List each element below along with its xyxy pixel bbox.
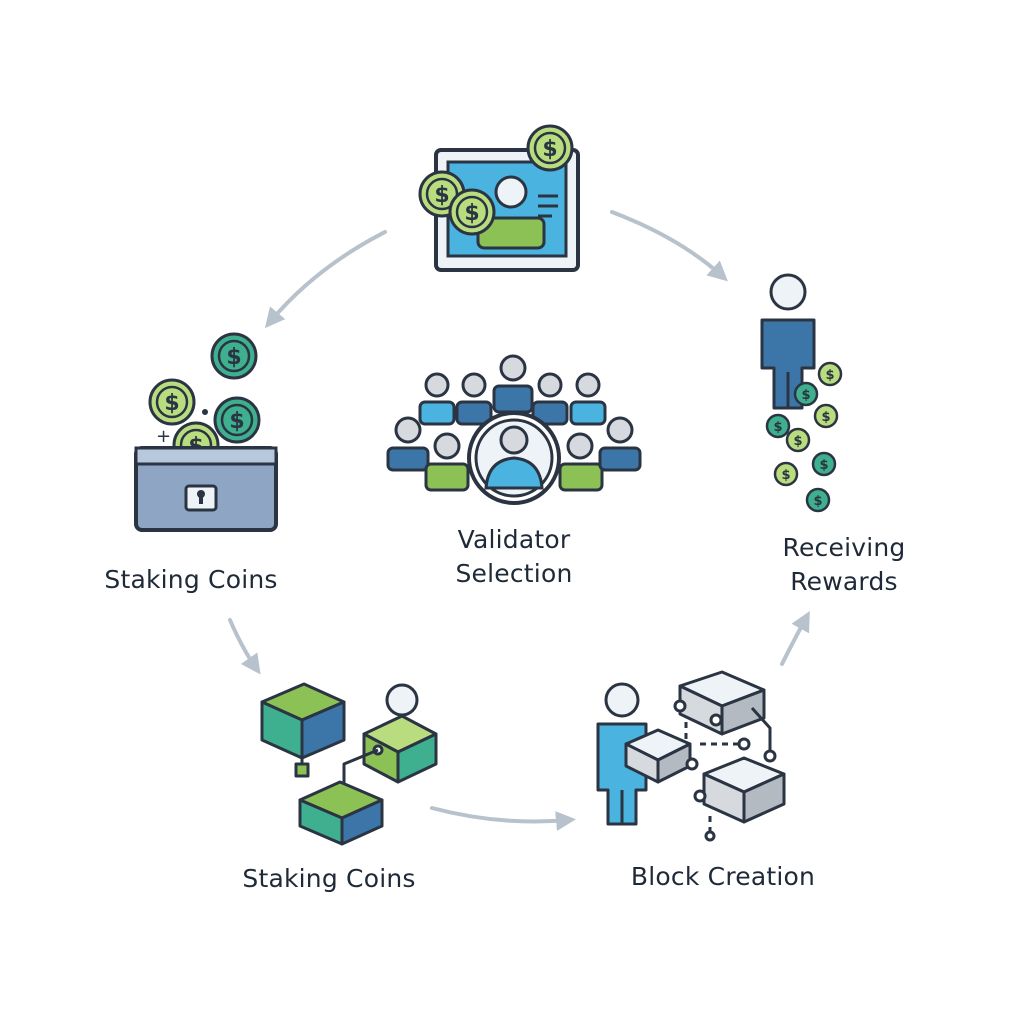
label-staking-coins-top: Staking Coins	[74, 563, 308, 597]
arrow-staking-to-bottom	[228, 618, 261, 675]
reward-person-coins-icon	[760, 273, 843, 513]
arrow-profile-to-staking	[264, 230, 387, 329]
label-line: Block Creation	[630, 862, 816, 891]
arrow-bottom-to-block	[430, 806, 576, 832]
label-validator-selection: Validator Selection	[414, 523, 614, 591]
svg-text:+: +	[156, 426, 171, 447]
cycle-arrows	[228, 210, 810, 832]
label-line: Rewards	[790, 567, 898, 596]
label-line: Validator	[457, 525, 571, 554]
validator-profile-monitor-icon	[418, 124, 580, 272]
label-line: Selection	[455, 559, 573, 588]
validator-group-icon	[386, 354, 642, 505]
label-block-creation: Block Creation	[598, 860, 848, 894]
label-receiving-rewards: Receiving Rewards	[744, 531, 944, 599]
coin-vault-icon: +	[134, 332, 278, 532]
label-staking-coins-bottom: Staking Coins	[212, 862, 446, 896]
label-line: Staking Coins	[242, 864, 416, 893]
connected-cubes-icon	[260, 682, 438, 846]
arrow-block-to-rewards	[780, 610, 810, 666]
label-line: Staking Coins	[104, 565, 278, 594]
label-line: Receiving	[782, 533, 906, 562]
block-creation-icon	[596, 670, 786, 842]
arrow-profile-to-rewards	[610, 210, 728, 282]
